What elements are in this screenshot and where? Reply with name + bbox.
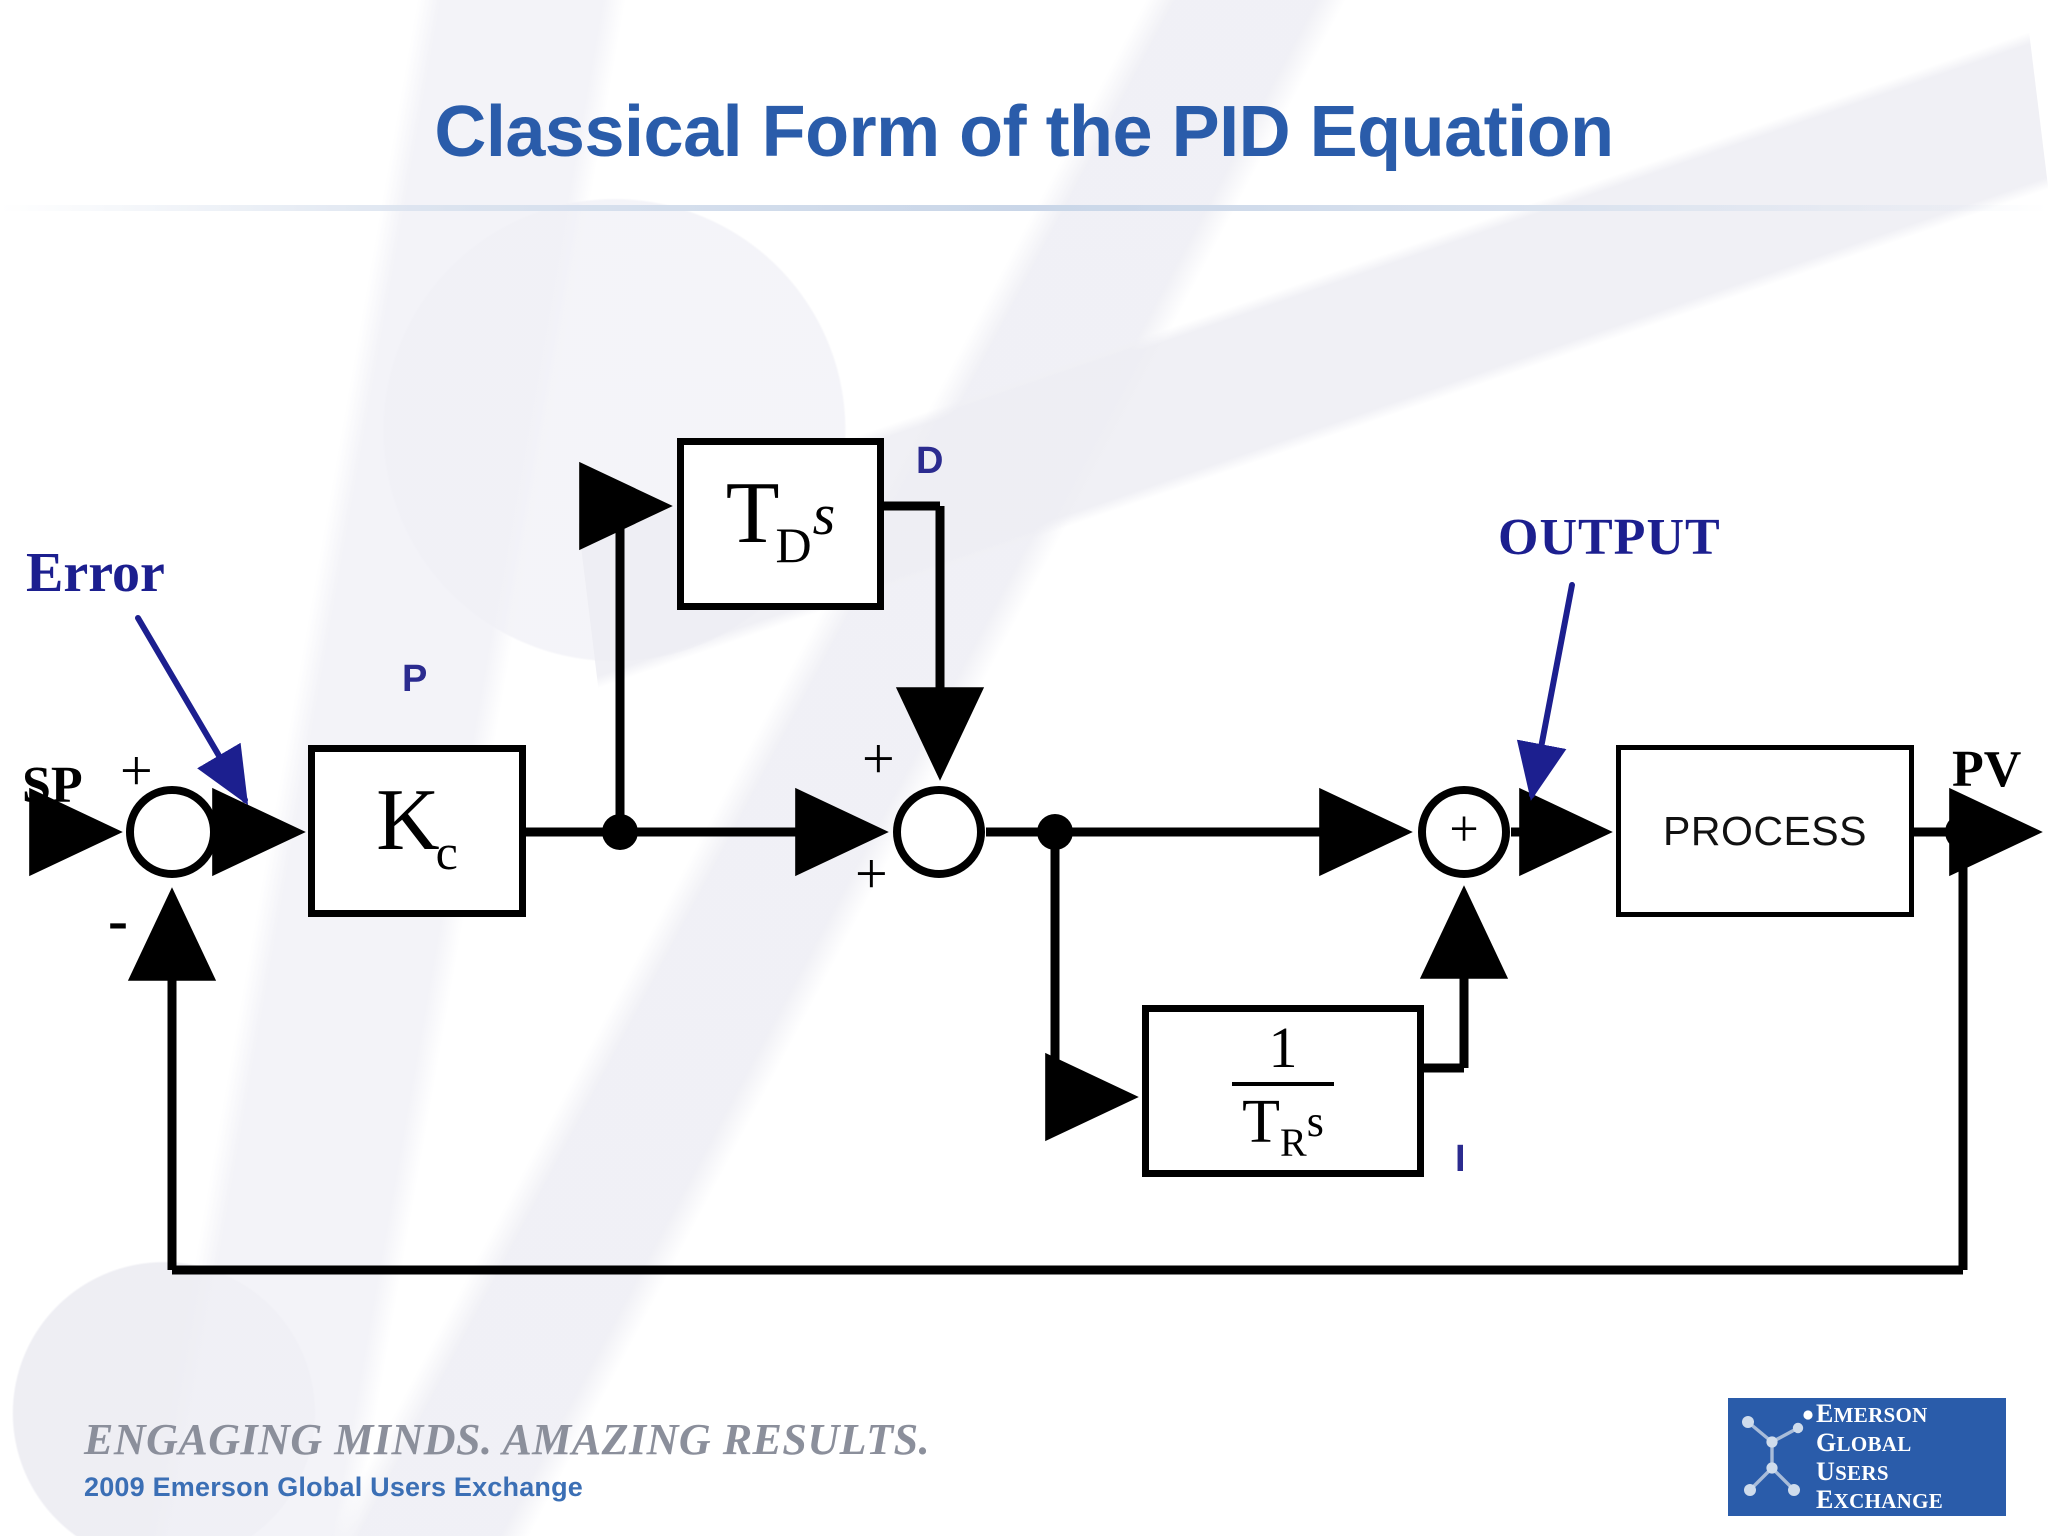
annotation-i-term: I xyxy=(1455,1138,1466,1180)
footer-tagline: ENGAGING MINDS. AMAZING RESULTS. xyxy=(84,1415,931,1464)
td-gain-symbol: T xyxy=(725,465,780,562)
emerson-global-users-exchange-logo: Emerson Global Users Exchange xyxy=(1728,1398,2006,1516)
td-operator: s xyxy=(812,482,836,547)
sign-pd-top-plus: + xyxy=(862,726,895,791)
summing-junction-pd[interactable] xyxy=(893,786,985,878)
summing-junction-output[interactable]: + xyxy=(1418,786,1510,878)
footer-subtitle: 2009 Emerson Global Users Exchange xyxy=(84,1472,584,1502)
block-proportional-gain[interactable]: Kc xyxy=(308,745,526,917)
annotation-error: Error xyxy=(26,542,165,604)
slide-footer: ENGAGING MINDS. AMAZING RESULTS. 2009 Em… xyxy=(0,1376,2048,1536)
annotation-p-term: P xyxy=(402,658,428,700)
sign-feedback-minus: - xyxy=(108,887,128,953)
logo-line-users: Users xyxy=(1816,1456,1889,1486)
junction-dot-p xyxy=(602,814,638,850)
kc-subscript: c xyxy=(435,824,458,880)
logo-line-exchange: Exchange xyxy=(1816,1485,1944,1515)
block-integral[interactable]: 1 TRs xyxy=(1142,1005,1424,1177)
block-derivative[interactable]: TDs xyxy=(677,438,884,610)
junction-dot-pv xyxy=(1945,814,1981,850)
ti-denominator: TRs xyxy=(1232,1090,1334,1164)
block-process[interactable]: PROCESS xyxy=(1616,745,1914,917)
ti-numerator: 1 xyxy=(1268,1014,1298,1080)
ti-fraction: 1 TRs xyxy=(1232,1014,1334,1165)
ti-fraction-bar xyxy=(1232,1082,1334,1087)
junction-dot-pd xyxy=(1037,814,1073,850)
sign-setpoint-plus: + xyxy=(120,738,153,803)
td-expression: TDs xyxy=(726,470,836,574)
logo-wordmark: Emerson Global Users Exchange xyxy=(1814,1400,2006,1513)
kc-gain-symbol: K xyxy=(376,772,440,869)
logo-line-emerson: Emerson xyxy=(1816,1399,1928,1429)
annotation-d-term: D xyxy=(916,440,944,482)
output-junction-plus: + xyxy=(1449,801,1479,858)
network-nodes-icon xyxy=(1742,1410,1813,1496)
process-label: PROCESS xyxy=(1663,807,1867,854)
logo-line-global: Global xyxy=(1816,1427,1912,1457)
ti-operator: s xyxy=(1306,1097,1324,1147)
ti-subscript: R xyxy=(1280,1120,1307,1166)
kc-expression: Kc xyxy=(376,777,458,881)
ti-gain-symbol: T xyxy=(1242,1088,1281,1157)
setpoint-label: SP xyxy=(22,757,83,814)
logo-network-icon xyxy=(1728,1398,1814,1516)
td-subscript: D xyxy=(775,517,812,573)
annotation-output: OUTPUT xyxy=(1498,509,1721,566)
sign-pd-bottom-plus: + xyxy=(855,841,888,906)
process-variable-label: PV xyxy=(1952,741,2022,798)
